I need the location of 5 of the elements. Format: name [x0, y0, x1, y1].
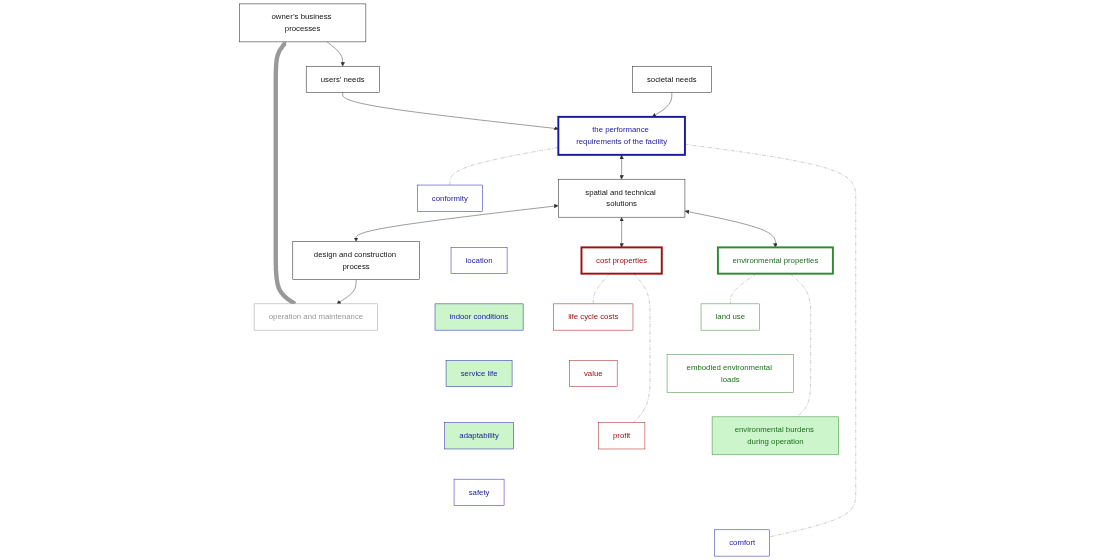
connector — [730, 273, 757, 305]
connector — [790, 273, 811, 418]
connector — [449, 147, 559, 186]
connector — [593, 273, 610, 305]
connector — [633, 273, 651, 423]
